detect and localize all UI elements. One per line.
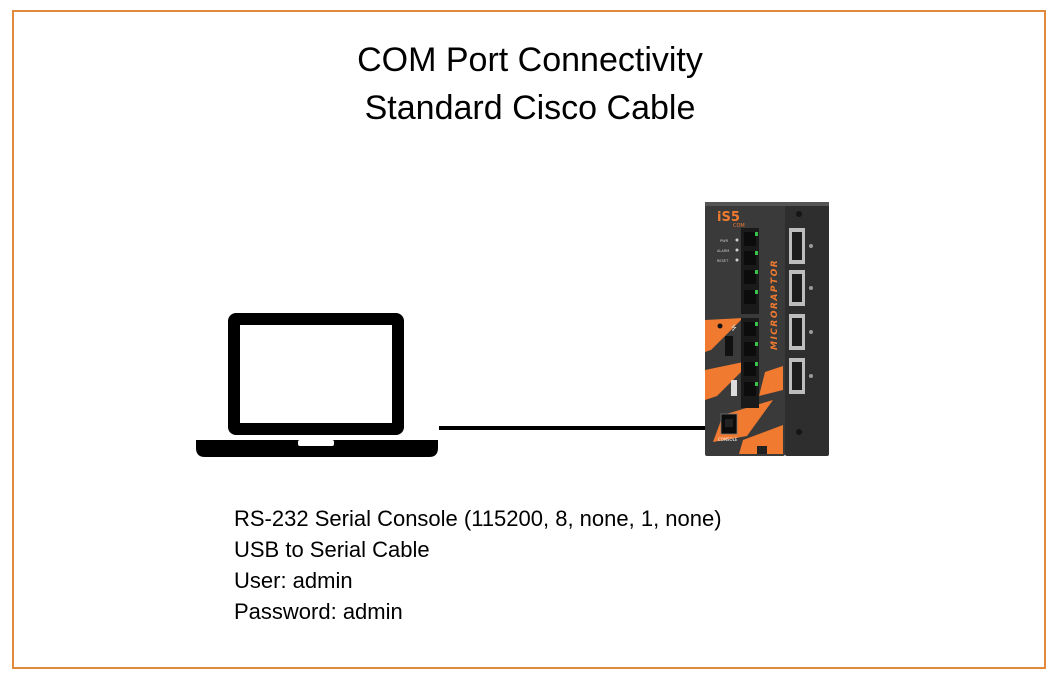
diagram-frame [12,10,1046,669]
sfp-cages [789,228,813,394]
info-serial-settings: RS-232 Serial Console (115200, 8, none, … [234,506,722,531]
console-port-jack [725,419,733,427]
sd-slot [731,380,737,396]
rj45-port [744,251,756,265]
rj45-port [744,362,756,376]
console-port-label: CONSOLE [718,437,738,442]
info-password: Password: admin [234,599,403,624]
accent-stripe [705,318,743,352]
led-alarm [735,248,739,252]
led-pwr [735,238,739,242]
laptop-icon [196,313,438,457]
rj45-port [744,270,756,284]
led-label-reset: RESET [717,259,729,263]
ethernet-ports-top [741,228,759,314]
port-led [755,362,758,366]
laptop-screen [240,325,392,423]
port-led [755,322,758,326]
port-led [755,232,758,236]
sfp-opening [792,274,802,302]
info-cable-type: USB to Serial Cable [234,537,430,562]
device-brand: iS5 [717,210,740,225]
rj45-port [744,232,756,246]
diagram-title: COM Port Connectivity Standard Cisco Cab… [0,36,1060,132]
accent-stripe [739,425,783,454]
port-led [755,342,758,346]
connection-info: RS-232 Serial Console (115200, 8, none, … [234,503,722,627]
device-model: MICRORAPTOR [770,259,780,350]
sfp-led [809,374,813,378]
status-leds: PWR ALARM RESET [717,238,739,263]
laptop-trackpad-notch [298,440,334,446]
led-label-pwr: PWR [720,239,729,243]
screw-hole [796,211,802,217]
rj45-port [744,290,756,304]
port-led [755,290,758,294]
sfp-opening [792,362,802,390]
mount-clip [757,446,767,454]
usb-icon: ⭍ [731,324,737,332]
port-led [755,382,758,386]
laptop-base [196,440,438,457]
led-label-alarm: ALARM [717,249,729,253]
title-line-2: Standard Cisco Cable [364,89,696,127]
sfp-opening [792,232,802,260]
rj45-port [744,382,756,396]
microraptor-switch-image: iS5 COM PWR ALARM RESET ⭍ [705,202,829,456]
console-cable [439,426,731,430]
rj45-port [744,322,756,336]
port-led [755,270,758,274]
accent-stripe [759,366,783,396]
screw-hole [796,429,802,435]
ethernet-ports-bottom [741,318,759,408]
device-brand-sub: COM [733,223,745,229]
sfp-opening [792,318,802,346]
usb-port [725,336,733,356]
port-led [755,251,758,255]
led-reset [735,258,739,262]
device-top-edge [705,202,829,206]
screw-hole [717,323,723,329]
title-line-1: COM Port Connectivity [357,41,703,79]
sfp-led [809,286,813,290]
info-user: User: admin [234,568,353,593]
sfp-led [809,330,813,334]
sfp-led [809,244,813,248]
rj45-port [744,342,756,356]
